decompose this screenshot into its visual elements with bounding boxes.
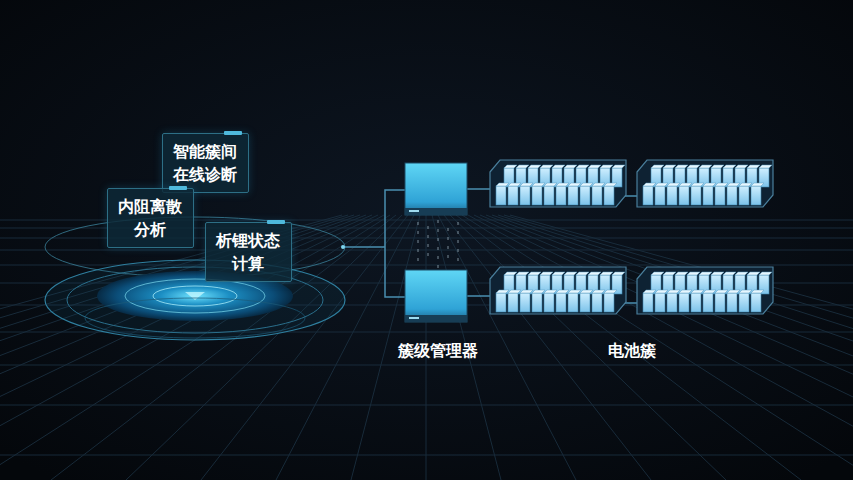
caption-label: 电池簇 bbox=[608, 341, 656, 362]
box-tab bbox=[224, 131, 242, 135]
caption-label: 簇级管理器 bbox=[398, 341, 478, 362]
feature-text: 内阻离散 分析 bbox=[116, 195, 185, 241]
box-tab bbox=[267, 220, 285, 224]
feature-box: 内阻离散 分析 bbox=[107, 188, 194, 248]
feature-text: 智能簇间 在线诊断 bbox=[171, 140, 240, 186]
feature-text: 析锂状态 计算 bbox=[214, 229, 283, 275]
feature-box: 析锂状态 计算 bbox=[205, 222, 292, 282]
cluster-manager bbox=[405, 163, 467, 215]
battery-clusters bbox=[490, 160, 773, 314]
hologram-platform bbox=[45, 217, 345, 340]
wire-dot bbox=[341, 245, 345, 249]
box-tab bbox=[169, 186, 187, 190]
comm-lines bbox=[418, 220, 458, 268]
cluster-manager bbox=[405, 270, 467, 322]
floor-grid bbox=[0, 215, 853, 480]
feature-box: 智能簇间 在线诊断 bbox=[162, 133, 249, 193]
